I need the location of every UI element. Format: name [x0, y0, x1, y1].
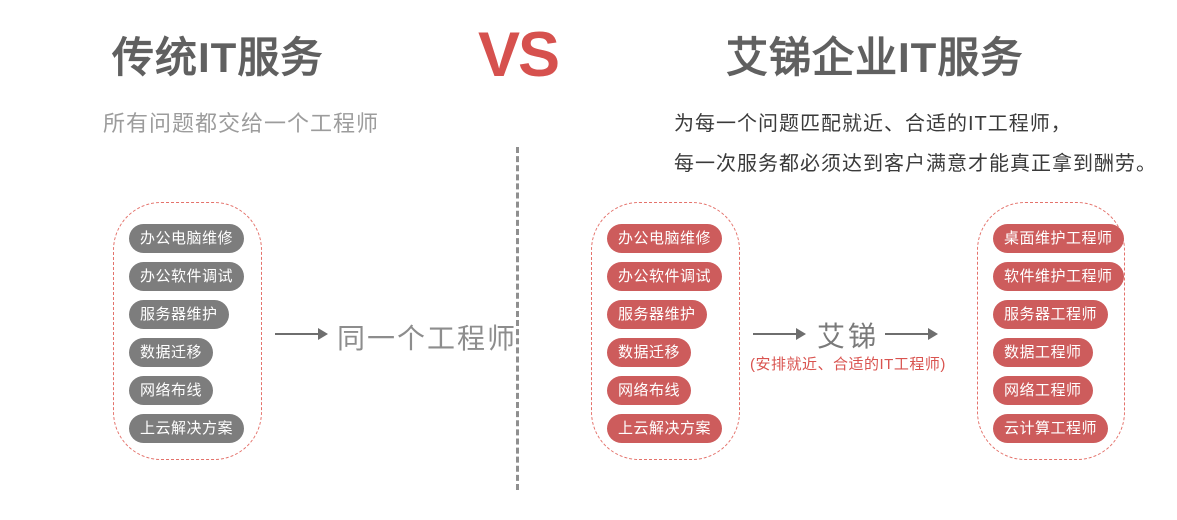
service-pill: 办公电脑维修	[129, 224, 245, 253]
arrow-right-icon	[275, 328, 328, 340]
engineer-pill: 桌面维护工程师	[993, 224, 1124, 253]
service-pill: 数据迁移	[607, 338, 692, 367]
service-pill: 网络布线	[129, 376, 214, 405]
service-pill: 办公软件调试	[129, 262, 245, 291]
service-pill: 服务器维护	[607, 300, 707, 329]
broker-caption: (安排就近、合适的IT工程师)	[750, 356, 946, 373]
service-pill: 办公软件调试	[607, 262, 723, 291]
engineer-pill: 云计算工程师	[993, 414, 1109, 443]
right-services-box: 办公电脑维修办公软件调试服务器维护数据迁移网络布线上云解决方案	[591, 202, 740, 460]
divider-line	[516, 147, 519, 490]
service-pill: 办公电脑维修	[607, 224, 723, 253]
engineer-pill: 服务器工程师	[993, 300, 1109, 329]
service-pill: 服务器维护	[129, 300, 229, 329]
right-subtitle: 为每一个问题匹配就近、合适的IT工程师， 每一次服务都必须达到客户满意才能真正拿…	[674, 104, 1157, 184]
engineers-box: 桌面维护工程师软件维护工程师服务器工程师数据工程师网络工程师云计算工程师	[977, 202, 1125, 460]
service-pill: 网络布线	[607, 376, 692, 405]
broker-label: 艾锑	[817, 321, 880, 352]
service-pill: 数据迁移	[129, 338, 214, 367]
right-subtitle-line2: 每一次服务都必须达到客户满意才能真正拿到酬劳。	[674, 153, 1157, 175]
arrow-right-icon	[753, 328, 806, 340]
left-title: 传统IT服务	[112, 34, 324, 81]
engineer-pill: 数据工程师	[993, 338, 1093, 367]
engineer-pill: 软件维护工程师	[993, 262, 1124, 291]
engineer-pill: 网络工程师	[993, 376, 1093, 405]
left-result-label: 同一个工程师	[337, 323, 518, 354]
left-subtitle: 所有问题都交给一个工程师	[103, 111, 380, 136]
right-subtitle-line1: 为每一个问题匹配就近、合适的IT工程师，	[674, 113, 1072, 135]
service-pill: 上云解决方案	[129, 414, 245, 443]
arrow-right-icon	[885, 328, 938, 340]
service-pill: 上云解决方案	[607, 414, 723, 443]
left-services-box: 办公电脑维修办公软件调试服务器维护数据迁移网络布线上云解决方案	[113, 202, 262, 460]
right-title: 艾锑企业IT服务	[726, 34, 1024, 81]
vs-label: VS	[478, 20, 560, 90]
